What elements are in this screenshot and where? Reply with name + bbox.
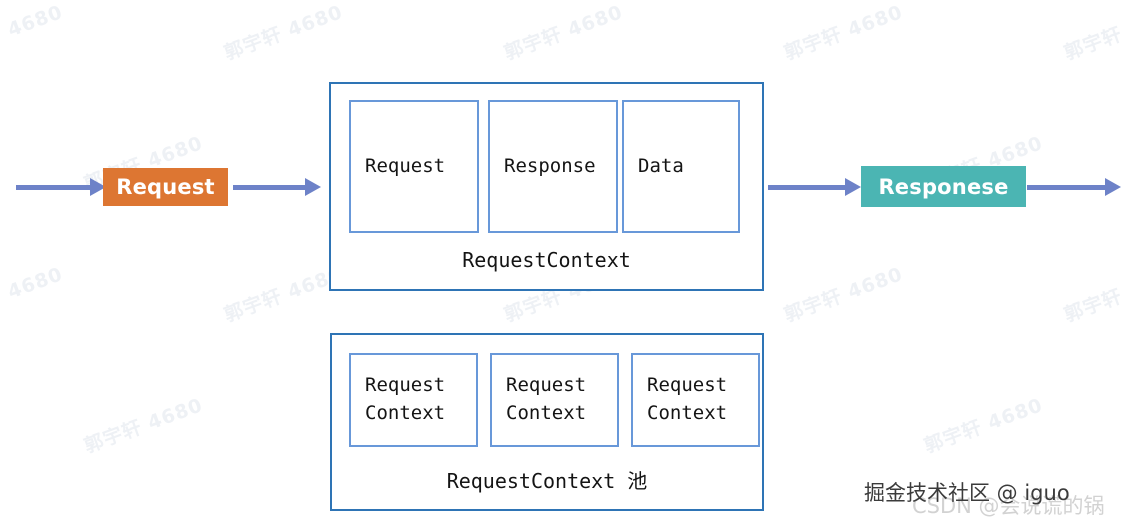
watermark-tile: 郭宇轩 4680: [1061, 263, 1121, 327]
request-box-label: Request: [116, 175, 215, 199]
context-box-response-label: Response: [504, 154, 596, 177]
arrow-to-context: [233, 178, 321, 196]
arrow-outbound-shaft: [1027, 184, 1105, 190]
watermark-tile: 郭宇轩 4680: [0, 263, 66, 327]
request-context-group-caption: RequestContext: [462, 248, 631, 272]
response-box-label: Responese: [878, 174, 1009, 199]
arrow-from-context: [768, 178, 861, 196]
arrow-inbound-head: [90, 178, 106, 196]
watermark-tile: 郭宇轩 4680: [781, 1, 906, 65]
context-box-response[interactable]: Response: [488, 100, 618, 233]
pool-box-2-label: Request Context: [506, 374, 587, 424]
watermark-tile: 郭宇轩 4680: [221, 1, 346, 65]
pool-box-2[interactable]: Request Context: [490, 353, 619, 447]
context-box-data-label: Data: [638, 154, 684, 177]
pool-box-1[interactable]: Request Context: [349, 353, 478, 447]
request-context-pool-caption: RequestContext 池: [446, 469, 648, 493]
pool-box-1-label: Request Context: [365, 374, 446, 424]
arrow-from-context-head: [845, 178, 861, 196]
context-box-request[interactable]: Request: [349, 100, 479, 233]
watermark-tile: 郭宇轩 4680: [921, 394, 1046, 458]
arrow-to-context-shaft: [233, 184, 305, 190]
arrow-outbound: [1027, 178, 1121, 196]
context-box-data[interactable]: Data: [622, 100, 740, 233]
credit-watermark-primary: 掘金技术社区 @ iguo: [864, 481, 1070, 505]
arrow-inbound-shaft: [16, 184, 90, 190]
pool-box-3-label: Request Context: [647, 374, 728, 424]
pool-box-3[interactable]: Request Context: [631, 353, 760, 447]
watermark-tile: 郭宇轩 4680: [81, 394, 206, 458]
response-box[interactable]: Responese: [861, 166, 1026, 207]
watermark-tile: 郭宇轩 4680: [781, 263, 906, 327]
arrow-outbound-head: [1105, 178, 1121, 196]
arrow-to-context-head: [305, 178, 321, 196]
watermark-tile: 郭宇轩 4680: [0, 1, 66, 65]
arrow-from-context-shaft: [768, 184, 845, 190]
credit-watermark-secondary: CSDN @会说谎的锅: [912, 494, 1105, 518]
watermark-tile: 郭宇轩 4680: [1061, 1, 1121, 65]
arrow-inbound: [16, 178, 106, 196]
watermark-tile: 郭宇轩 4680: [501, 1, 626, 65]
watermark-tile: 郭宇轩 4680: [221, 263, 346, 327]
context-box-request-label: Request: [365, 154, 446, 177]
request-box[interactable]: Request: [103, 168, 228, 206]
